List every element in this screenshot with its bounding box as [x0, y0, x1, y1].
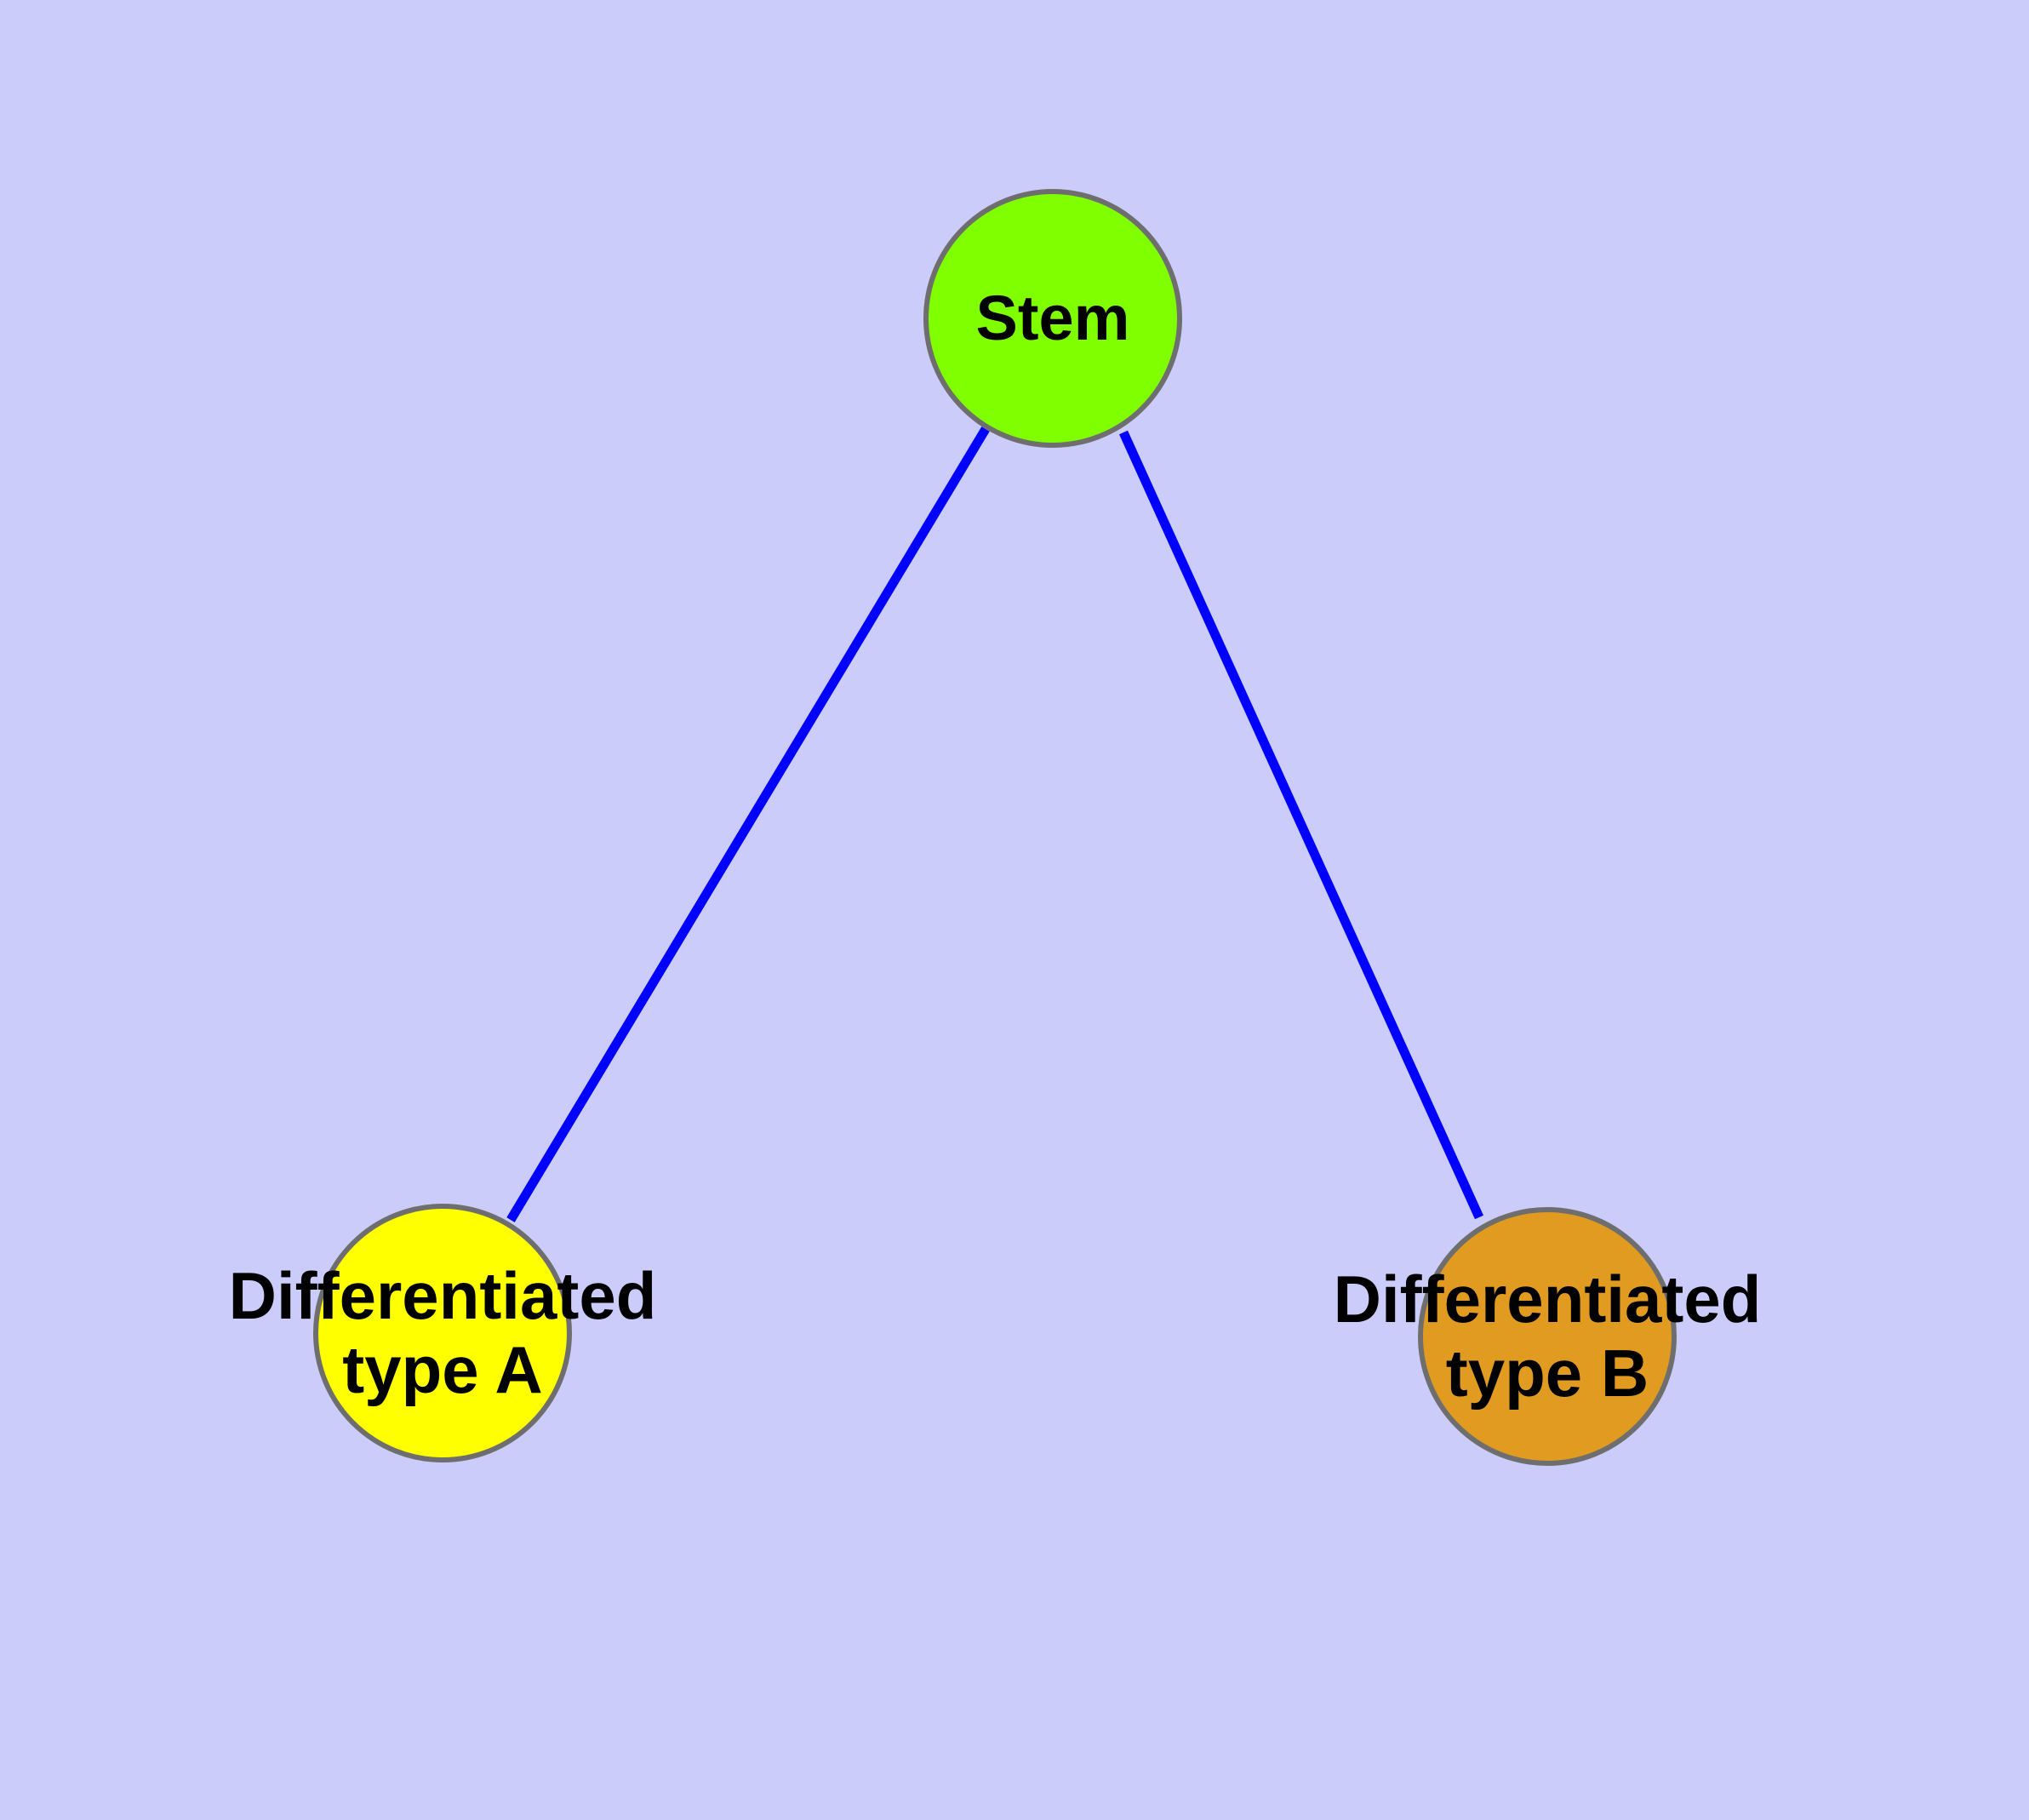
node-diff-a-circle[interactable] [313, 1204, 572, 1462]
edge-layer [506, 426, 1484, 1222]
node-diff-b-circle[interactable] [1418, 1207, 1677, 1466]
node-layer [313, 189, 1677, 1466]
edge-stem-to-diff-a [506, 426, 990, 1222]
node-stem-circle[interactable] [923, 189, 1182, 448]
edge-stem-to-diff-b [1118, 430, 1484, 1220]
